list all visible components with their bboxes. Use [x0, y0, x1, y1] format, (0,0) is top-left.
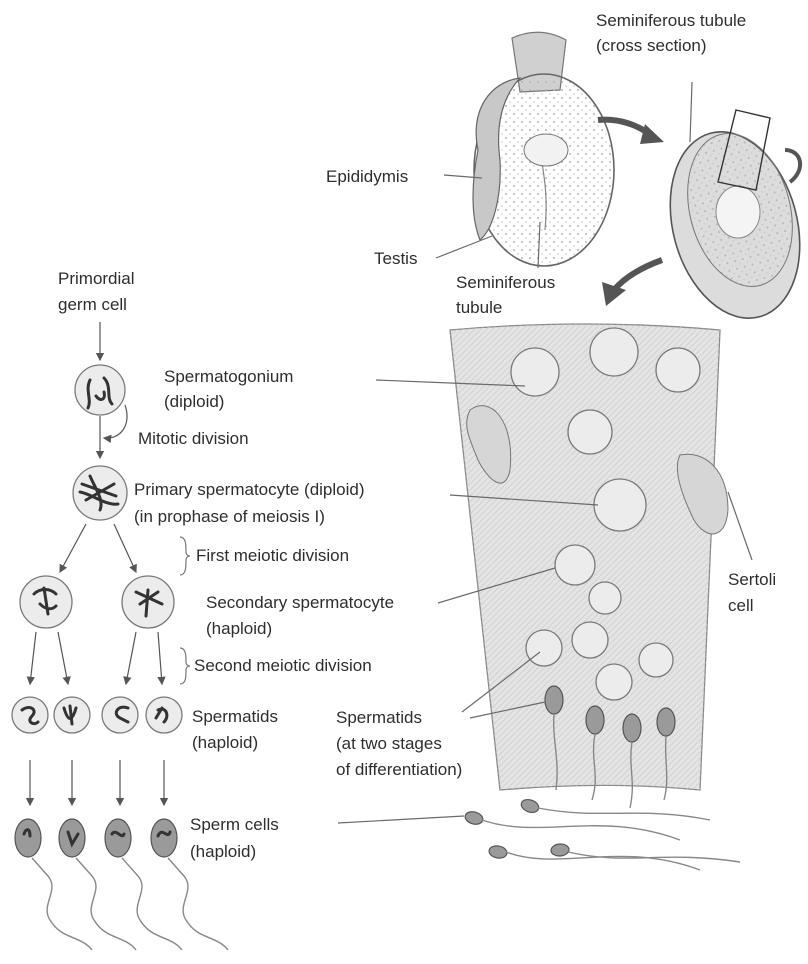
seminiferous-tubule-cross-label: Seminiferous tubule (cross section) — [596, 11, 751, 55]
seminiferous-tubule-label: Seminiferous tubule — [456, 273, 560, 317]
testis-label: Testis — [374, 249, 417, 268]
primary-spermatocyte-label: Primary spermatocyte (diploid) (in proph… — [134, 480, 369, 526]
tubule-wall-segment — [450, 324, 728, 808]
spermatids-right-label: Spermatids (at two stages of differentia… — [336, 708, 462, 779]
mitotic-division-label: Mitotic division — [138, 429, 249, 448]
sertoli-cell-label: Sertoli cell — [728, 570, 781, 615]
tubule-cross-section — [651, 110, 808, 333]
sperm-cells-label: Sperm cells (haploid) — [190, 815, 284, 861]
primordial-germ-cell-label: Primordial germ cell — [58, 269, 139, 314]
epididymis-label: Epididymis — [326, 167, 408, 186]
spermatogonium-label: Spermatogonium (diploid) — [164, 367, 298, 411]
spermatids-left-label: Spermatids (haploid) — [192, 707, 283, 752]
first-meiotic-division-label: First meiotic division — [196, 546, 349, 565]
testis-illustration — [473, 32, 614, 266]
free-sperm-cells — [464, 797, 740, 870]
secondary-spermatocyte-label: Secondary spermatocyte (haploid) — [206, 593, 399, 638]
second-meiotic-division-label: Second meiotic division — [194, 656, 372, 675]
